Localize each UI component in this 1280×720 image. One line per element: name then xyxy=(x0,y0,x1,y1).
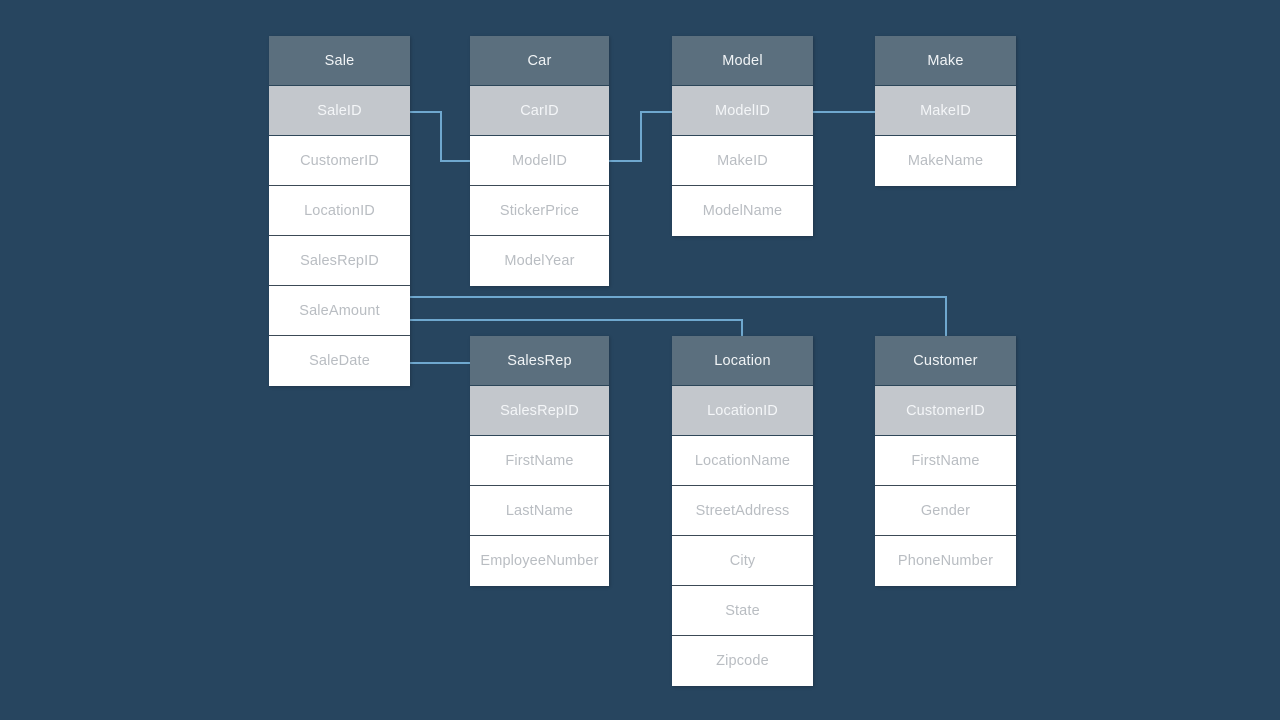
field-customer-2[interactable]: Gender xyxy=(875,486,1016,536)
field-model-2[interactable]: ModelName xyxy=(672,186,813,236)
field-sale-3[interactable]: SalesRepID xyxy=(269,236,410,286)
field-sale-1[interactable]: CustomerID xyxy=(269,136,410,186)
entity-title-sale: Sale xyxy=(269,36,410,86)
primary-key-field-car-0[interactable]: CarID xyxy=(470,86,609,136)
field-salesrep-2[interactable]: LastName xyxy=(470,486,609,536)
field-location-2[interactable]: StreetAddress xyxy=(672,486,813,536)
primary-key-field-model-0[interactable]: ModelID xyxy=(672,86,813,136)
relationship-sale-location xyxy=(409,319,743,337)
field-location-3[interactable]: City xyxy=(672,536,813,586)
field-sale-5[interactable]: SaleDate xyxy=(269,336,410,386)
relationship-car-model xyxy=(608,111,673,162)
field-customer-1[interactable]: FirstName xyxy=(875,436,1016,486)
primary-key-field-salesrep-0[interactable]: SalesRepID xyxy=(470,386,609,436)
entity-title-car: Car xyxy=(470,36,609,86)
field-location-4[interactable]: State xyxy=(672,586,813,636)
field-model-1[interactable]: MakeID xyxy=(672,136,813,186)
field-salesrep-3[interactable]: EmployeeNumber xyxy=(470,536,609,586)
field-sale-2[interactable]: LocationID xyxy=(269,186,410,236)
relationship-sale-customer xyxy=(409,296,947,337)
primary-key-field-sale-0[interactable]: SaleID xyxy=(269,86,410,136)
field-customer-3[interactable]: PhoneNumber xyxy=(875,536,1016,586)
field-car-1[interactable]: ModelID xyxy=(470,136,609,186)
field-car-3[interactable]: ModelYear xyxy=(470,236,609,286)
field-location-5[interactable]: Zipcode xyxy=(672,636,813,686)
entity-title-location: Location xyxy=(672,336,813,386)
field-car-2[interactable]: StickerPrice xyxy=(470,186,609,236)
field-sale-4[interactable]: SaleAmount xyxy=(269,286,410,336)
entity-title-salesrep: SalesRep xyxy=(470,336,609,386)
field-make-1[interactable]: MakeName xyxy=(875,136,1016,186)
primary-key-field-location-0[interactable]: LocationID xyxy=(672,386,813,436)
entity-title-customer: Customer xyxy=(875,336,1016,386)
primary-key-field-make-0[interactable]: MakeID xyxy=(875,86,1016,136)
field-salesrep-1[interactable]: FirstName xyxy=(470,436,609,486)
relationship-sale-car xyxy=(409,111,471,162)
entity-title-model: Model xyxy=(672,36,813,86)
entity-title-make: Make xyxy=(875,36,1016,86)
field-location-1[interactable]: LocationName xyxy=(672,436,813,486)
primary-key-field-customer-0[interactable]: CustomerID xyxy=(875,386,1016,436)
